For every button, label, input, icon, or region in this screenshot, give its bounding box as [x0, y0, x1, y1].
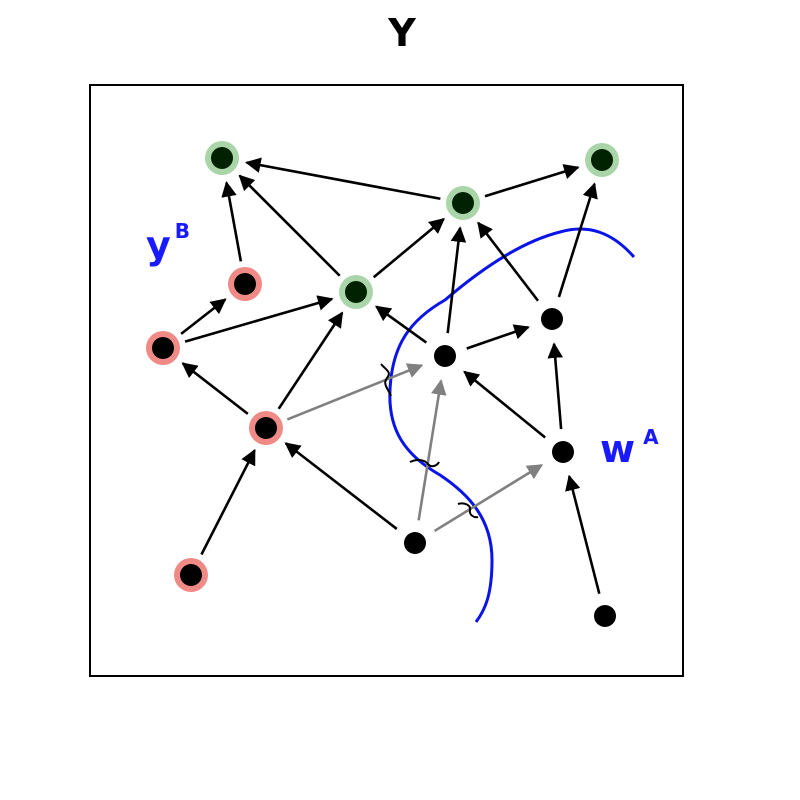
edge-w1-to-w2: [466, 324, 530, 350]
edge-w4-to-w3: [433, 463, 544, 533]
node-y3: [249, 411, 283, 445]
node-dot: [404, 532, 426, 554]
edges-layer: [180, 157, 601, 595]
node-dot: [541, 308, 563, 330]
nodes-layer: [146, 141, 619, 627]
edge-w4-to-y3: [284, 442, 398, 530]
node-w5: [594, 605, 616, 627]
edge-y1-to-g1: [221, 181, 243, 262]
cut-tick: [380, 363, 392, 397]
edge-w2-to-g2: [477, 221, 540, 302]
node-y2: [146, 331, 180, 365]
node-dot: [594, 605, 616, 627]
node-w4: [404, 532, 426, 554]
edge-g2-to-g3: [484, 164, 580, 198]
edge-y4-to-y3: [200, 448, 256, 556]
node-g2: [446, 186, 480, 220]
cut-ticks: [380, 363, 479, 519]
edge-y3-to-g4: [277, 311, 344, 410]
edge-w1-to-g4: [375, 305, 428, 344]
node-w1: [434, 345, 456, 367]
node-dot: [552, 441, 574, 463]
label-y-sup: B: [175, 219, 190, 243]
node-dot: [152, 337, 174, 359]
label-y-base: y: [146, 223, 171, 267]
label-w-sup: A: [643, 425, 659, 449]
cut-tick: [457, 502, 479, 519]
edge-g4-to-g1: [238, 174, 341, 277]
node-dot: [211, 147, 233, 169]
boundary-curve: [388, 227, 636, 623]
edge-y2-to-y1: [180, 298, 227, 335]
edge-w3-to-w1: [463, 370, 546, 439]
node-dot: [345, 281, 367, 303]
label-w-base: w: [600, 427, 635, 471]
node-dot: [255, 417, 277, 439]
node-dot: [452, 192, 474, 214]
node-dot: [434, 345, 456, 367]
node-w2: [541, 308, 563, 330]
figure-title: Y: [387, 11, 416, 55]
edge-g2-to-g1: [245, 157, 441, 201]
node-g4: [339, 275, 373, 309]
edge-w1-to-g2: [446, 226, 467, 334]
edge-g4-to-g2: [372, 217, 445, 279]
edge-w3-to-w2: [547, 342, 563, 430]
edge-y2-to-g4: [184, 295, 334, 343]
node-g1: [205, 141, 239, 175]
edge-y3-to-w1: [286, 363, 424, 421]
node-g3: [585, 143, 619, 177]
plot-frame: [89, 84, 684, 677]
node-dot: [591, 149, 613, 171]
node-dot: [180, 564, 202, 586]
edge-y3-to-y2: [181, 362, 249, 415]
node-y4: [174, 558, 208, 592]
node-dot: [234, 273, 256, 295]
edge-w2-to-g3: [557, 182, 598, 298]
node-w3: [552, 441, 574, 463]
edge-w4-to-w1: [417, 379, 447, 521]
node-y1: [228, 267, 262, 301]
edge-w5-to-w3: [565, 474, 601, 595]
cut-tick: [409, 458, 440, 468]
